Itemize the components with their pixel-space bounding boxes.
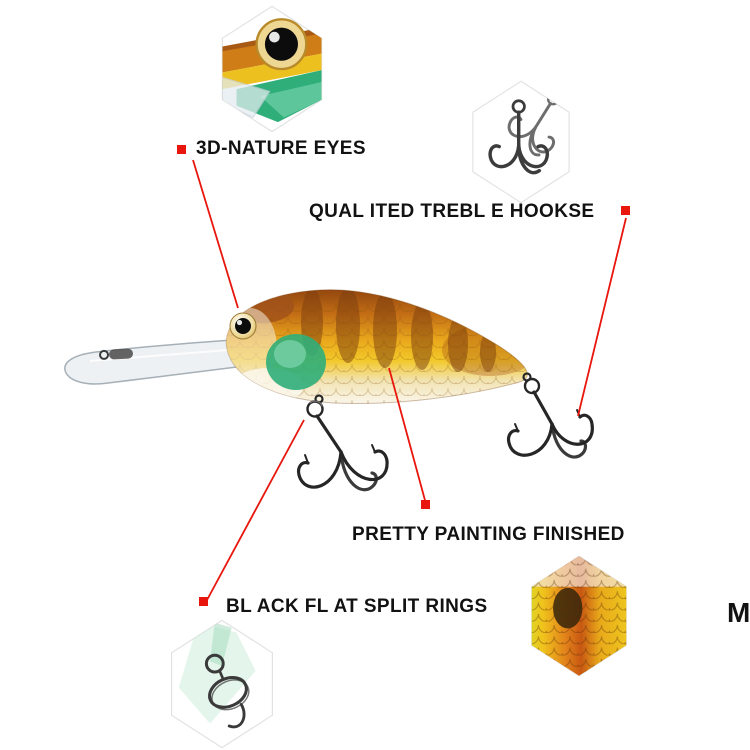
tail-treble-hook [506,372,594,459]
eye-closeup-inset [212,4,332,134]
label-pretty-painting: PRETTY PAINTING FINISHED [352,524,625,545]
callout-marker-painting [421,500,430,509]
partial-letter: M [727,597,750,628]
label-quality-treble-hooks: QUAL ITED TREBL E HOOKSE [309,201,595,222]
label-3d-nature-eyes: 3D-NATURE EYES [196,138,366,159]
callout-marker-rings [199,597,208,606]
treble-hooks-closeup-inset [463,79,579,205]
callout-marker-hooks [621,206,630,215]
lip-snap-clip [99,348,133,360]
callout-lines [177,145,630,606]
body-stripes [301,289,496,372]
belly-treble-hook [296,394,389,492]
diving-lip [64,339,238,385]
label-black-split-rings: BL ACK FL AT SPLIT RINGS [226,596,488,617]
paint-pattern-closeup-inset [522,554,636,678]
lure-eye [229,312,257,340]
tail-split-ring [523,377,541,395]
split-ring-closeup-inset [161,618,283,750]
crankbait-body [225,289,528,405]
callout-marker-eyes [177,145,186,154]
